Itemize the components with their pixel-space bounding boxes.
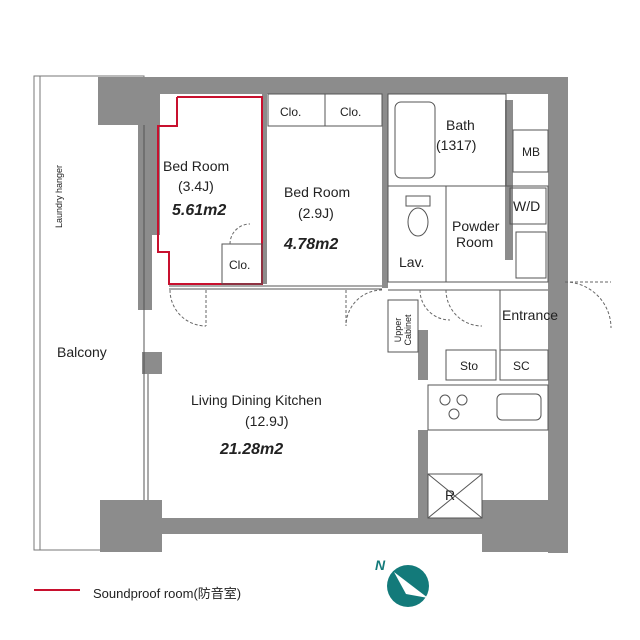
bedroom2-area: 4.78m2: [284, 236, 339, 253]
bedroom1-area: 5.61m2: [172, 202, 227, 219]
ldk-name: Living Dining Kitchen: [191, 392, 322, 408]
upper-cabinet-label: Upper Cabinet: [393, 314, 413, 346]
storage-label: Sto: [460, 359, 479, 373]
balcony-label: Balcony: [57, 344, 107, 360]
interior-lines: [143, 93, 549, 519]
door-swings: [169, 223, 612, 329]
bath-name: Bath: [446, 117, 475, 133]
compass-icon: [387, 565, 429, 607]
ldk-size: (12.9J): [245, 413, 289, 429]
balcony-outline: [33, 75, 145, 551]
ldk-area: 21.28m2: [220, 441, 284, 458]
laundry-hanger-label: Laundry hanger: [54, 164, 64, 228]
closet-top-1: Clo.: [280, 105, 302, 119]
bedroom2-size: (2.9J): [298, 205, 334, 221]
compass-north-letter: N: [375, 557, 386, 573]
refrigerator-label: R: [445, 487, 456, 503]
closet-top-2: Clo.: [340, 105, 362, 119]
bedroom2-name: Bed Room: [284, 184, 351, 200]
bedroom1-size: (3.4J): [178, 178, 214, 194]
bath-size: (1317): [436, 137, 477, 153]
sc-label: SC: [513, 359, 530, 373]
bedroom1-closet: Clo.: [229, 258, 251, 272]
bedroom1-name: Bed Room: [163, 158, 230, 174]
soundproof-room-outline: [157, 96, 263, 285]
lav-label: Lav.: [399, 254, 425, 270]
legend-label: Soundproof room(防音室): [93, 586, 242, 601]
mb-label: MB: [522, 145, 540, 159]
entrance-label: Entrance: [502, 307, 559, 323]
walls: [98, 77, 568, 553]
wd-label: W/D: [513, 198, 541, 214]
powder-room-line2: Room: [456, 234, 494, 250]
powder-room-line1: Powder: [452, 218, 500, 234]
